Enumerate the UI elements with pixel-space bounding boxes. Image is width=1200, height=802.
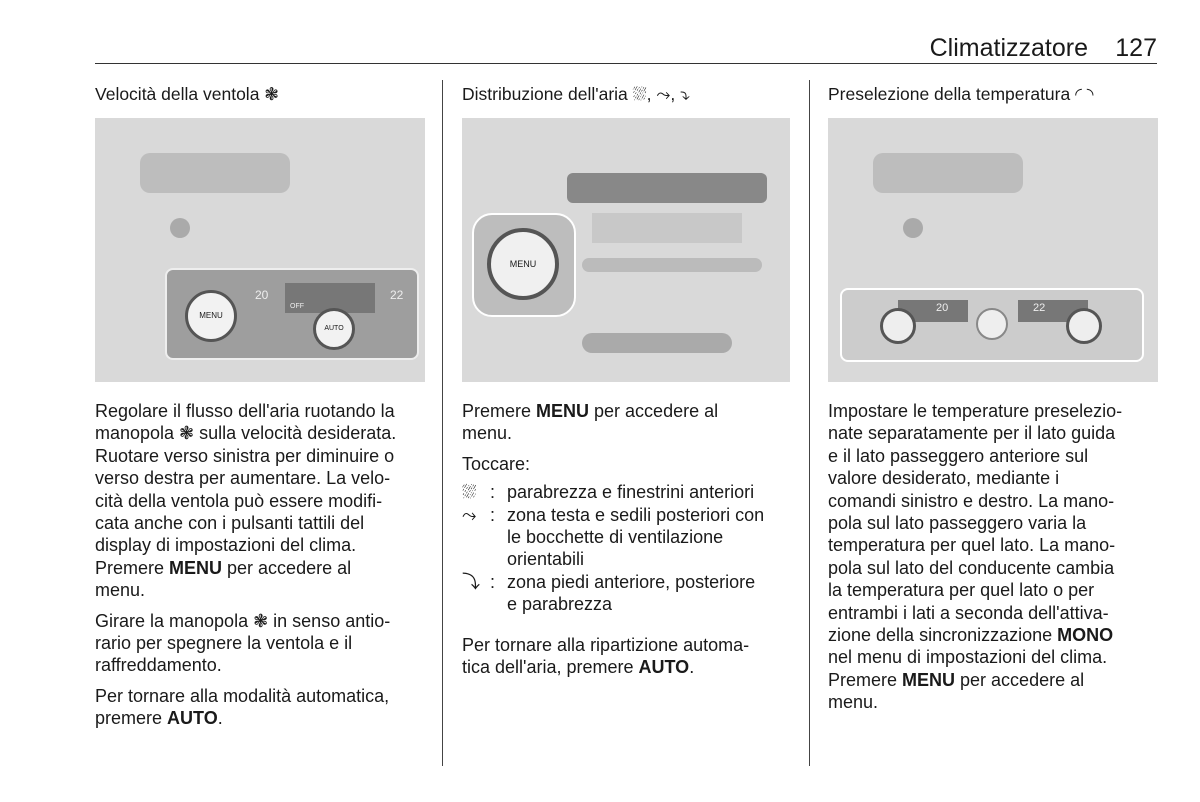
paragraph: Per tornare alla modalità automatica, pr…	[95, 685, 390, 729]
footwell-icon: ⤵	[462, 571, 480, 592]
figure-temperature-control: 20 22	[828, 118, 1158, 382]
section-air-distribution: Distribuzione dell'aria ⛆, ⤳, ⤵ MENU Pre…	[462, 84, 796, 678]
paragraph: Regolare il flusso dell'aria ruotando la…	[95, 401, 397, 601]
header-rule	[95, 63, 1157, 64]
temp-right: 22	[1033, 302, 1046, 314]
windscreen-icon: ⛆	[462, 482, 477, 503]
section-heading: Distribuzione dell'aria ⛆, ⤳, ⤵	[462, 84, 690, 104]
section-fan-speed: Velocità della ventola ❃ MENU 20 22 OFF …	[95, 84, 429, 730]
paragraph: Toccare:	[462, 453, 531, 474]
section-heading: Velocità della ventola ❃	[95, 84, 279, 104]
paragraph: Girare la manopola ❃ in senso antio- rar…	[95, 610, 391, 676]
list-item: ⤵:zona piedi anteriore, posteriore e par…	[462, 571, 756, 615]
temp-left: 20	[255, 288, 269, 302]
page-number: 127	[1115, 34, 1157, 62]
section-temperature: Preselezione della temperatura ◜ ◝ 20 22…	[828, 84, 1162, 714]
menu-knob: MENU	[185, 290, 237, 342]
list-item: ⛆:parabrezza e finestrini anteriori	[462, 482, 755, 503]
menu-knob: MENU	[487, 228, 559, 300]
list-item: ⤳:zona testa e sedili posteriori con le …	[462, 504, 765, 570]
temp-left: 20	[936, 302, 949, 314]
chapter-title: Climatizzatore	[929, 34, 1088, 62]
off-label: OFF	[290, 303, 304, 310]
column-divider	[809, 80, 810, 766]
temp-right: 22	[390, 288, 404, 302]
figure-air-distribution: MENU	[462, 118, 790, 382]
head-vent-icon: ⤳	[462, 504, 477, 525]
option-list: ⛆:parabrezza e finestrini anteriori ⤳:zo…	[462, 481, 796, 615]
paragraph: Premere MENU per accedere al menu.	[462, 401, 719, 444]
paragraph: Impostare le temperature preselezio- nat…	[828, 401, 1123, 713]
paragraph: Per tornare alla ripartizione automa- ti…	[462, 634, 750, 678]
section-heading: Preselezione della temperatura ◜ ◝	[828, 84, 1094, 104]
column-divider	[442, 80, 443, 766]
auto-knob: AUTO	[313, 308, 355, 350]
figure-fan-control: MENU 20 22 OFF AUTO	[95, 118, 425, 382]
